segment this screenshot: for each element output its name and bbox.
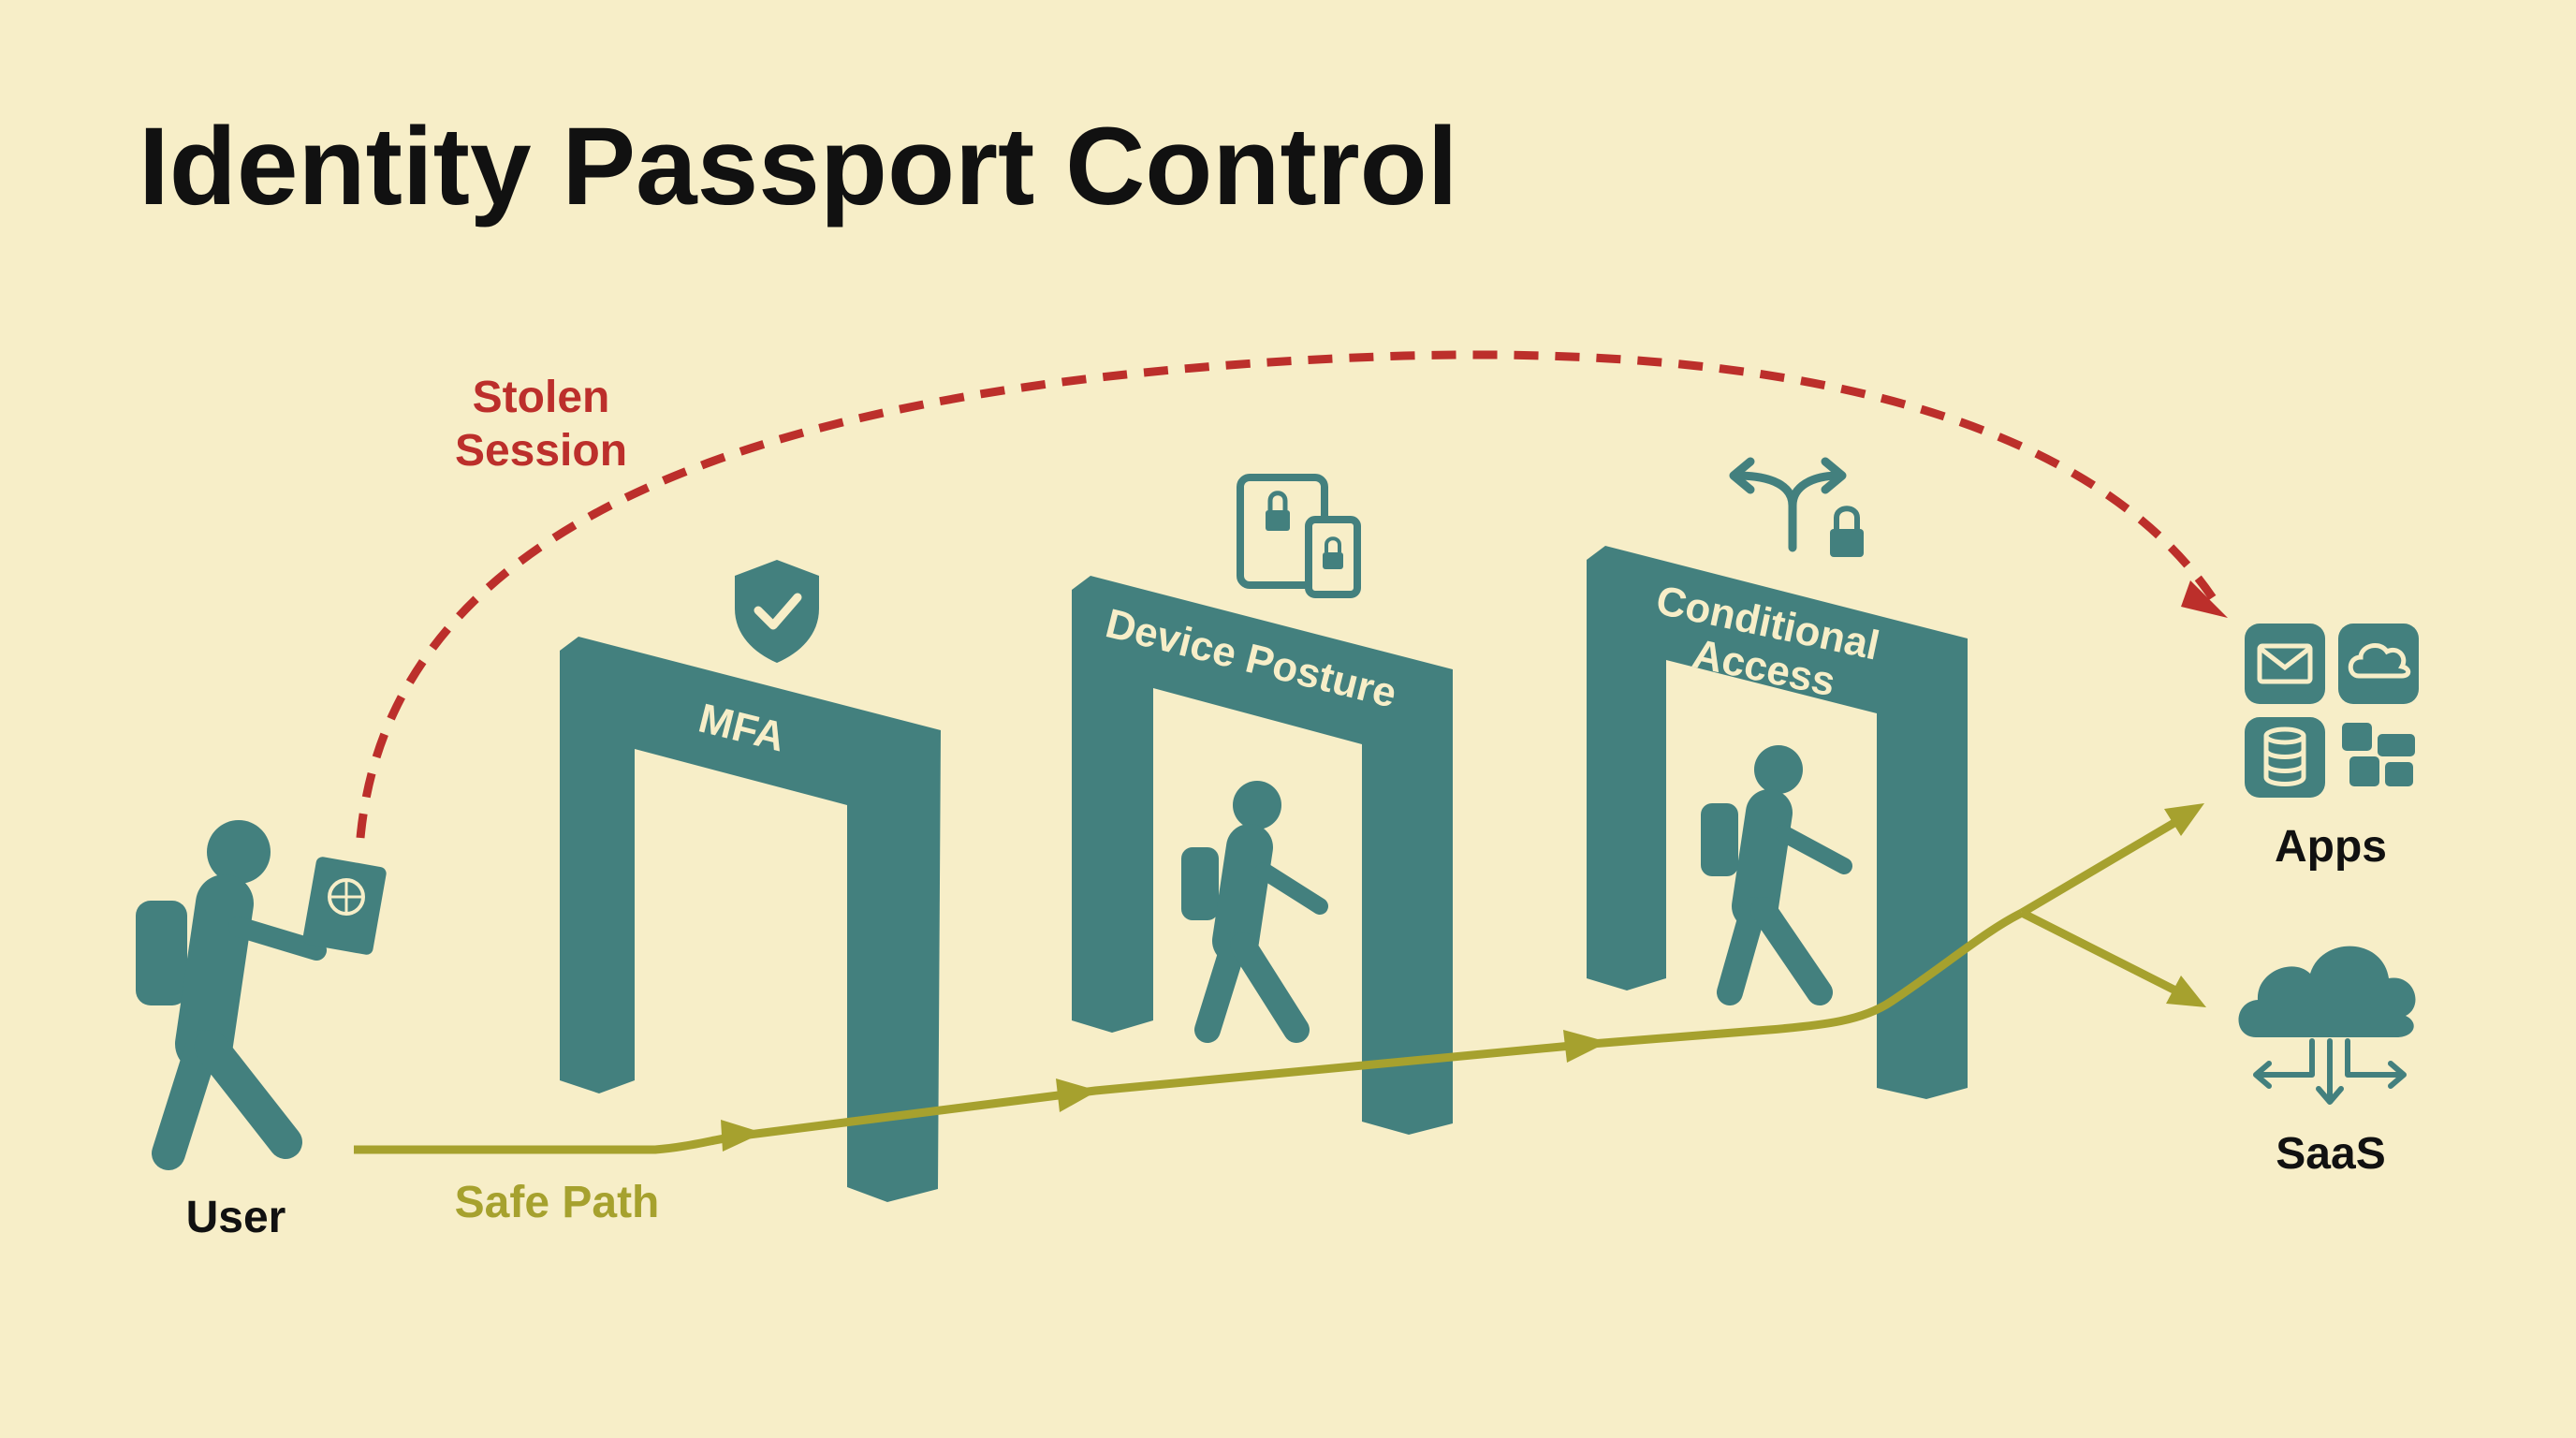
- gate-device-posture-arch: [1072, 576, 1453, 1135]
- hiker-with-passport-icon: [136, 820, 387, 1170]
- safe-path: Safe Path: [354, 803, 2206, 1227]
- apps-label: Apps: [2275, 822, 2387, 872]
- app-grid-icon: [2245, 624, 2419, 798]
- stolen-session-label-1: Stolen: [473, 373, 610, 422]
- safe-path-arrow-apps: [2164, 803, 2204, 836]
- gate-mfa: MFA: [560, 560, 941, 1202]
- safe-path-line: [354, 908, 2025, 1154]
- page-title: Identity Passport Control: [139, 105, 1458, 228]
- safe-path-branch-apps: [2019, 811, 2191, 917]
- cloud-sync-icon: [2238, 946, 2416, 1105]
- gate-mfa-arch: [560, 637, 941, 1202]
- safe-path-label: Safe Path: [455, 1178, 660, 1227]
- safe-path-arrow-2: [1056, 1078, 1098, 1112]
- safe-path-arrow-3: [1563, 1030, 1608, 1063]
- walker-figure-2: [1701, 745, 1852, 1005]
- stolen-session-arrowhead: [2181, 580, 2228, 618]
- stolen-session-label-2: Session: [455, 426, 627, 476]
- stolen-session-path: [356, 350, 2222, 839]
- branch-lock-icon: [1729, 457, 1864, 557]
- saas-label: SaaS: [2276, 1129, 2385, 1179]
- safe-path-arrow-1: [721, 1120, 763, 1152]
- devices-lock-icon: [1237, 474, 1361, 598]
- walker-figure-1: [1181, 781, 1328, 1043]
- safe-path-branch-saas: [2019, 908, 2191, 1002]
- gate-device-posture: Device Posture: [1072, 474, 1453, 1135]
- safe-path-arrow-saas: [2166, 976, 2206, 1007]
- user-label: User: [186, 1193, 286, 1242]
- shield-check-icon: [735, 560, 819, 663]
- gate-conditional-access-arch: [1587, 546, 1968, 1099]
